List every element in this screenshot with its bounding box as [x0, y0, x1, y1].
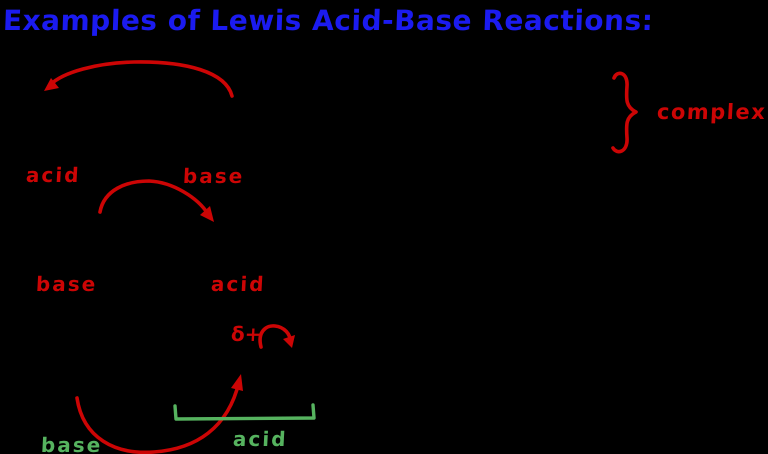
electron-pair-arrow-2	[98, 179, 210, 216]
rotation-arrowhead-icon	[283, 335, 295, 348]
example1-acid-label: acid	[25, 163, 82, 187]
example2-base-label: base	[35, 272, 98, 296]
arrowhead-3-icon	[231, 374, 243, 391]
rotation-arrow-icon	[258, 324, 292, 349]
example1-complex-label: complex	[656, 100, 767, 124]
example1-base-label: base	[182, 164, 245, 188]
acid-bracket-icon	[173, 403, 316, 421]
electron-pair-arrow-1	[48, 60, 234, 98]
electron-pair-arrow-3	[75, 380, 241, 454]
arrowhead-1-icon	[44, 78, 59, 91]
arrowhead-2-icon	[200, 206, 214, 222]
example3-acid-label: acid	[232, 427, 289, 451]
example3-delta-plus-label: δ+	[230, 322, 263, 346]
example2-acid-label: acid	[210, 272, 267, 296]
complex-brace-icon	[611, 71, 638, 154]
example3-base-label: base	[40, 433, 103, 454]
